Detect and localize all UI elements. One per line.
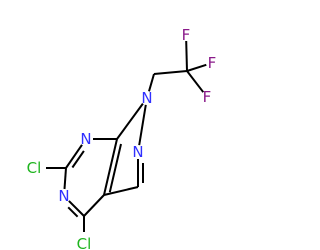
atom-label-n1: N (141, 89, 152, 107)
bond-c6-n7-second-line (71, 150, 85, 169)
bond-cf3-f1 (185, 40, 188, 72)
bond-cf3-f2 (186, 63, 207, 72)
atom-label-n7: N (80, 130, 91, 148)
atom-label-n2: N (132, 143, 143, 161)
bonds-layer (46, 40, 207, 232)
bond-c6-n7 (65, 144, 83, 169)
bond-c7a-n1 (116, 103, 144, 140)
atom-label-cl4: Cl (77, 235, 92, 250)
bond-c3a-c4 (83, 194, 105, 217)
bond-n1-n2 (138, 104, 147, 146)
atom-label-f1: F (182, 26, 191, 44)
atom-label-f3: F (203, 88, 212, 106)
atom-label-cl6: Cl (27, 159, 42, 177)
bond-c4-n5-second-line (67, 206, 79, 218)
bond-n5-c6 (63, 167, 67, 190)
bond-n1-ch2 (148, 73, 155, 92)
atom-label-n5: N (58, 187, 69, 205)
bond-ch2-cf3 (153, 70, 188, 75)
bond-cf3-f3 (186, 70, 205, 93)
canvas-background (0, 0, 250, 250)
atom-label-f2: F (208, 54, 217, 72)
bond-c4-n5 (68, 200, 85, 217)
bond-c3a-c7a (103, 138, 118, 196)
bond-c3a-c7a-second-line (108, 143, 122, 193)
bond-c3-c3a (103, 186, 139, 196)
